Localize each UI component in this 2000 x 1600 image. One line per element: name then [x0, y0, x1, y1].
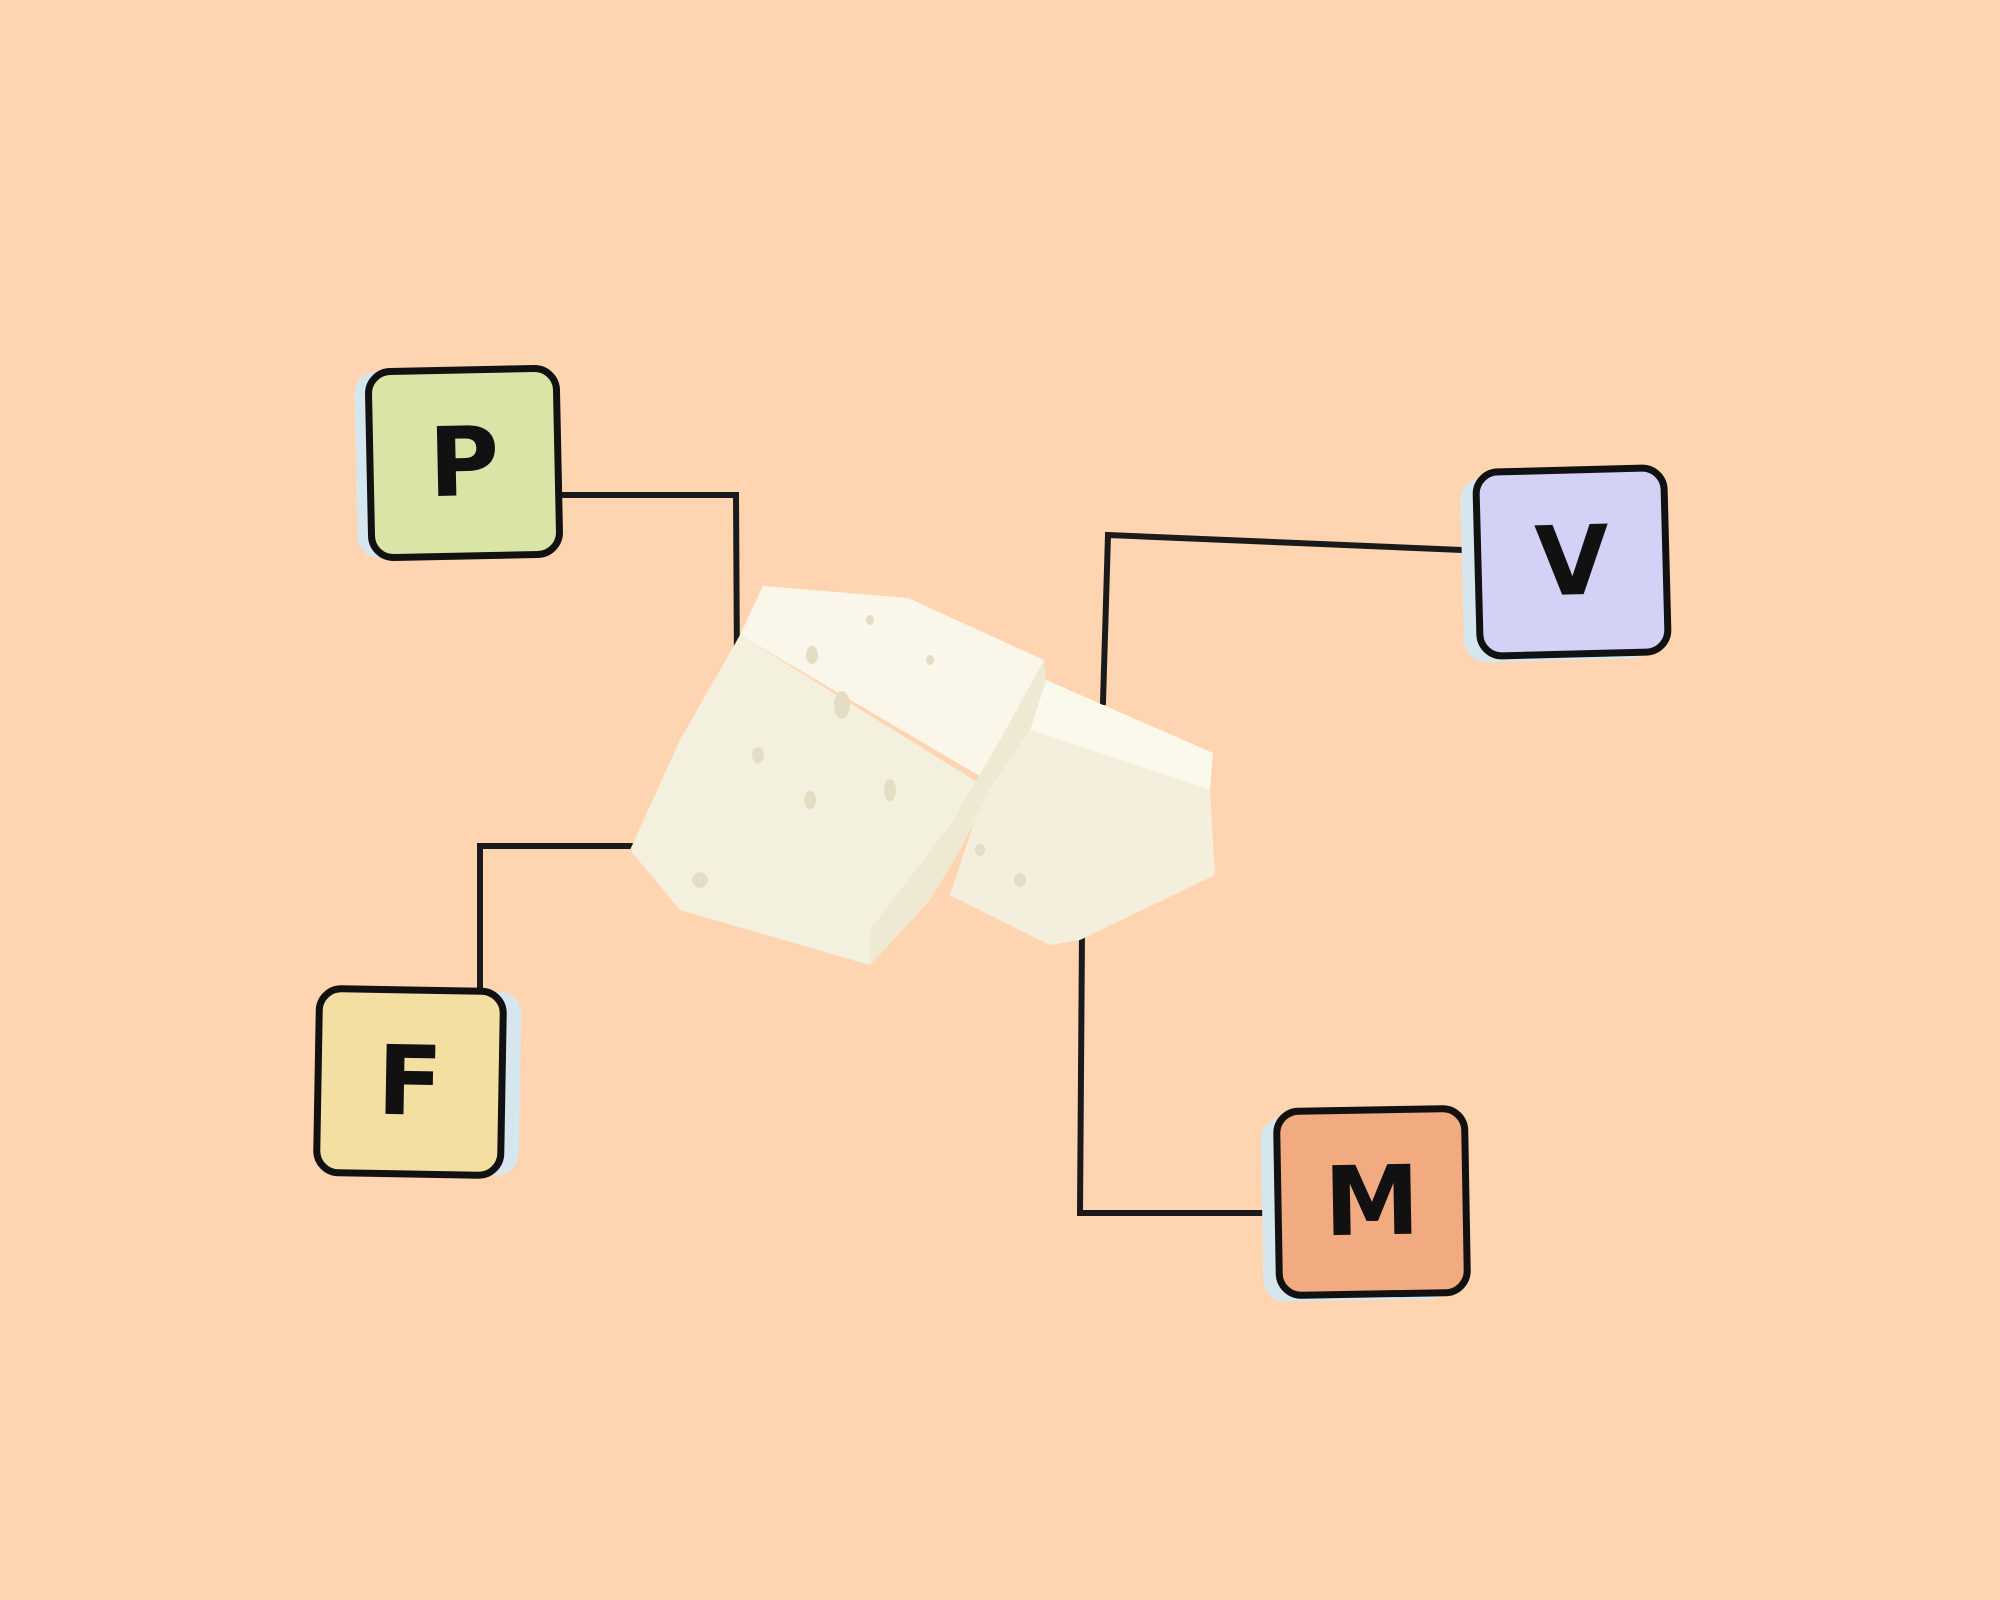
letter-tiles: P V F M: [313, 365, 1672, 1302]
tile-p-box: [365, 365, 563, 561]
tile-p: P: [354, 365, 563, 561]
cheese-block-back-top: [1030, 680, 1213, 790]
connectors: [477, 492, 1466, 1216]
connector-v: [1099, 531, 1466, 706]
cheese-block-back-front: [950, 730, 1215, 945]
tile-f: F: [313, 985, 522, 1179]
tile-m: M: [1260, 1105, 1471, 1302]
cheese-texture: [692, 615, 1026, 888]
tile-v-letter: V: [1533, 504, 1610, 618]
feta-cheese-image: [630, 586, 1215, 965]
tile-m-letter: M: [1323, 1145, 1420, 1259]
connector-p: [555, 492, 741, 676]
tile-m-box: [1273, 1105, 1471, 1299]
cheese-block-front-right: [870, 660, 1046, 965]
tile-p-letter: P: [428, 406, 501, 519]
connector-f: [477, 843, 633, 988]
tile-f-box: [313, 985, 507, 1179]
tile-f-letter: F: [376, 1025, 444, 1138]
connector-m: [1076, 928, 1265, 1216]
cheese-block-front-top: [740, 586, 1044, 785]
tile-v: V: [1460, 464, 1672, 663]
tile-v-box: [1472, 464, 1672, 660]
